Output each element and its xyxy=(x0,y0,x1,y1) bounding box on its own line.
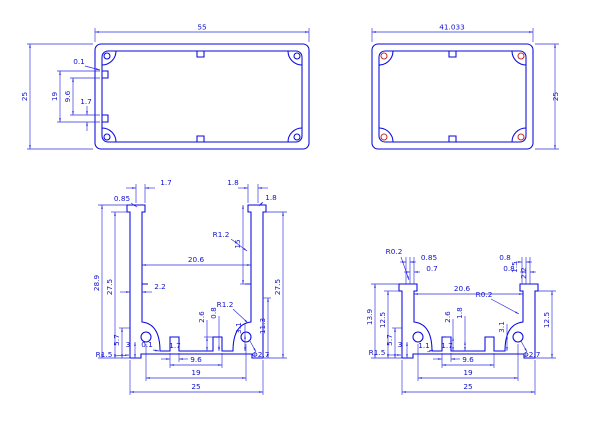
screw-hole xyxy=(293,52,301,60)
dim-rail-inner-span: 9.6 xyxy=(63,90,72,102)
dim-total-height: 13.9 xyxy=(365,309,374,326)
view-bottom-left-channel: 1.7 1.8 0.85 1.8 R1.2 15 20.6 2.2 28.9 2… xyxy=(92,178,287,395)
inner-contour xyxy=(101,50,303,143)
dim-left-height: 12.5 xyxy=(378,312,387,328)
dim-foot-height: 3 xyxy=(398,340,403,349)
screw-hole-marked xyxy=(517,52,525,60)
dim-width: 41.033 xyxy=(439,23,465,32)
profile-geometry xyxy=(94,43,310,150)
dim-cap-step-b: 2.2 xyxy=(519,267,528,279)
dim-cap-left-lip: 0.85 xyxy=(114,194,130,203)
dim-hole-height: 3.1 xyxy=(234,322,243,334)
dim-left-height: 27.5 xyxy=(105,279,114,295)
dim-foot-radius: R1.5 xyxy=(96,350,113,359)
pcb-rails xyxy=(448,51,457,142)
dim-total-height: 28.9 xyxy=(92,275,101,292)
dim-hole-height: 3.1 xyxy=(497,321,506,333)
outer-contour xyxy=(371,43,534,150)
screw-hole xyxy=(240,331,252,343)
dim-foot-radius: R1.5 xyxy=(369,348,386,357)
dim-boss-radius: R1.2 xyxy=(217,300,234,309)
dim-right-height: 27.5 xyxy=(273,279,282,295)
dim-cap-lip-b: 0.7 xyxy=(426,264,438,273)
dim-slot-height: 2.6 xyxy=(443,311,452,323)
dim-cap-lip-d: 0.8 xyxy=(503,264,515,273)
dimension-lines xyxy=(371,256,556,395)
dim-slot-lip: 1.8 xyxy=(455,307,464,319)
dim-height: 25 xyxy=(551,92,560,101)
dim-base-height: 5.7 xyxy=(112,334,121,346)
dim-rail-step: 0.1 xyxy=(73,57,85,66)
dim-hole-span: 19 xyxy=(463,368,473,377)
inner-contour xyxy=(378,50,527,143)
dim-slot-width: 1.7 xyxy=(441,341,453,350)
dimension-labels: 41.033 25 xyxy=(439,23,560,102)
screw-hole xyxy=(293,133,301,141)
view-top-left-profile: 55 25 0.1 19 9.6 1.7 xyxy=(20,23,310,150)
dimension-labels: 55 25 0.1 19 9.6 1.7 xyxy=(20,23,207,107)
view-top-right-profile: 41.033 25 xyxy=(371,23,560,150)
dim-boss-zone: 11.3 xyxy=(258,318,267,335)
dim-base-height: 5.7 xyxy=(385,334,394,346)
dim-hole-diameter: Φ2.7 xyxy=(523,350,541,359)
dim-cap-left-width: 1.7 xyxy=(160,178,172,187)
dimension-labels: R0.2 0.85 0.7 0.8 0.8 1.5 2.2 20.6 R0.2 … xyxy=(365,247,551,391)
screw-hole-marked xyxy=(517,133,525,141)
dim-width: 25 xyxy=(191,382,200,391)
pcb-rails xyxy=(102,51,205,142)
dim-boss-radius: R0.2 xyxy=(476,290,493,299)
screw-hole xyxy=(412,331,424,343)
dim-boss-step: 0.1 xyxy=(141,340,153,349)
dim-right-height: 12.5 xyxy=(542,312,551,328)
dim-inner-width: 20.6 xyxy=(188,255,205,264)
dim-cap-lip-c: 0.8 xyxy=(499,253,511,262)
dim-hole-diameter: Φ2.7 xyxy=(252,350,270,359)
screw-hole xyxy=(103,133,111,141)
dim-foot-height: 3 xyxy=(126,340,131,349)
outer-contour xyxy=(94,43,310,150)
dim-hole-span: 19 xyxy=(191,368,201,377)
dim-height: 25 xyxy=(20,92,29,101)
screw-hole xyxy=(512,331,524,343)
dim-rail-outer-span: 19 xyxy=(50,92,59,102)
dim-slot-width: 1.7 xyxy=(169,341,181,350)
dim-inner-width: 20.6 xyxy=(454,284,471,293)
dim-wall-thickness: 2.2 xyxy=(154,282,166,291)
dim-cap-step-a: 1.5 xyxy=(510,261,519,273)
dimension-lines xyxy=(371,28,559,150)
dim-boss-step: 1.1 xyxy=(418,341,430,350)
screw-hole-marked xyxy=(380,133,388,141)
dim-rail-width: 1.7 xyxy=(80,97,92,106)
corner-screw-bosses xyxy=(101,50,303,143)
dimension-lines xyxy=(98,184,287,395)
corner-screw-bosses xyxy=(378,50,527,143)
dim-slot-span: 9.6 xyxy=(462,355,474,364)
dim-slot-height: 2.6 xyxy=(197,311,206,323)
screw-hole-marked xyxy=(380,52,388,60)
dim-width: 55 xyxy=(197,23,206,32)
dimension-lines xyxy=(27,28,310,150)
dim-slot-lip: 0.8 xyxy=(209,307,218,319)
dimension-labels: 1.7 1.8 0.85 1.8 R1.2 15 20.6 2.2 28.9 2… xyxy=(92,178,282,391)
dim-cap-radius: R0.2 xyxy=(386,247,403,256)
profile-geometry xyxy=(371,43,534,150)
view-bottom-right-channel: R0.2 0.85 0.7 0.8 0.8 1.5 2.2 20.6 R0.2 … xyxy=(365,247,556,395)
screw-hole xyxy=(140,331,152,343)
dim-cap-right-lip: 1.8 xyxy=(265,193,277,202)
screw-hole xyxy=(103,52,111,60)
dim-slot-span: 9.6 xyxy=(190,355,202,364)
dim-width: 25 xyxy=(463,382,472,391)
dim-cap-right-width: 1.8 xyxy=(227,178,239,187)
dim-cap-lip-a: 0.85 xyxy=(421,253,437,262)
dim-cap-radius: R1.2 xyxy=(213,230,230,239)
dim-fin-depth: 15 xyxy=(233,239,242,248)
